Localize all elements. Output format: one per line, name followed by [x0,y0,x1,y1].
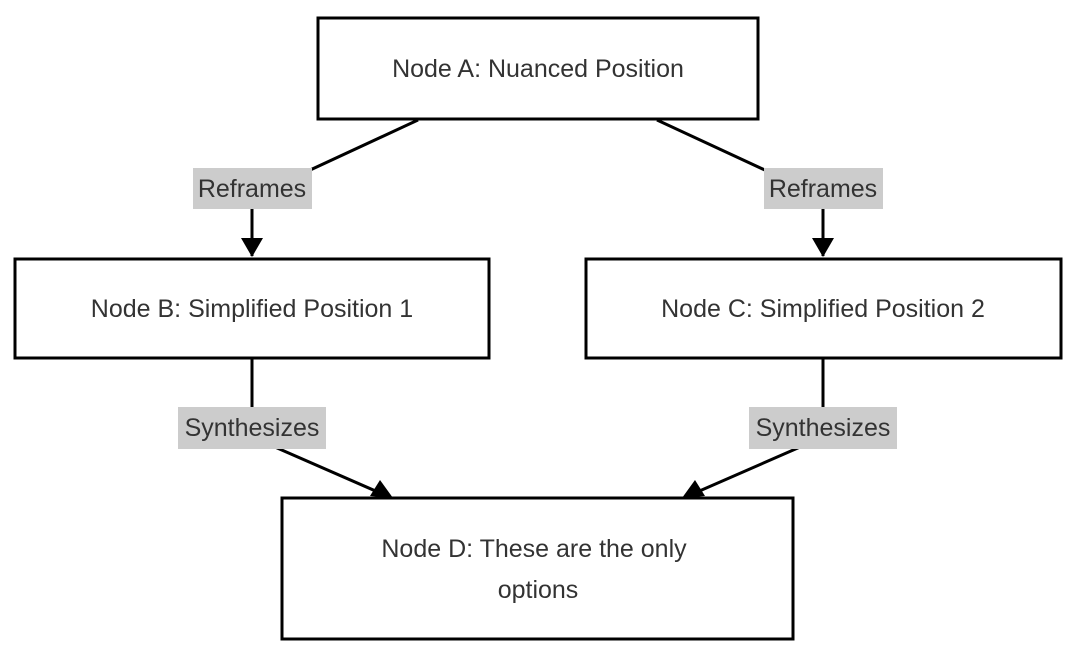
node-d-label-line1: Node D: These are the only [381,535,687,563]
edge-a-to-b-arrowhead [241,238,263,257]
edge-label-background [178,407,326,449]
edge-label-c-to-d: Synthesizes [749,407,897,449]
node-c-box [584,257,1063,360]
node-b: Node B: Simplified Position 1 [13,257,491,360]
edge-label-text: Synthesizes [185,414,320,442]
edge-label-background [749,407,897,449]
node-d-label-line2: options [498,576,579,604]
node-a-box [316,16,760,121]
node-b-box [13,257,491,360]
node-d-box [280,496,795,641]
node-c: Node C: Simplified Position 2 [584,257,1063,360]
edge-a-to-c-arrowhead [812,238,834,257]
edge-label-text: Reframes [769,175,877,203]
edge-label-text: Synthesizes [756,414,891,442]
edge-label-b-to-d: Synthesizes [178,407,326,449]
edge-b-to-d-arrowhead [370,480,393,498]
node-d: Node D: These are the only options [280,496,795,641]
edge-label-background [764,168,883,209]
edge-label-text: Reframes [198,175,306,203]
edge-label-a-to-c: Reframes [764,168,883,209]
edge-c-to-d-arrowhead [682,480,705,498]
edge-label-background [193,168,312,209]
node-a-label: Node A: Nuanced Position [392,55,684,83]
edge-label-a-to-b: Reframes [193,168,312,209]
node-a: Node A: Nuanced Position [316,16,760,121]
node-c-label: Node C: Simplified Position 2 [661,295,985,323]
node-b-label: Node B: Simplified Position 1 [91,295,413,323]
